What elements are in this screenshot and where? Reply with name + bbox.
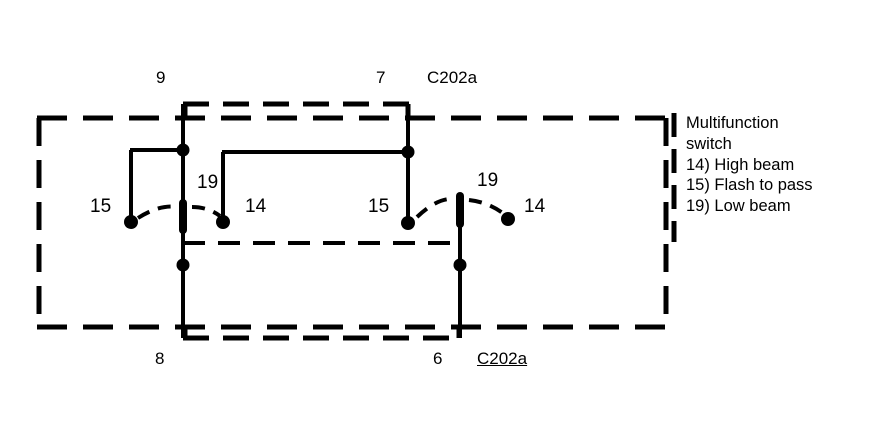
terminal-dot-right-high-14 xyxy=(501,212,515,226)
junction-dot-left-bus-lower xyxy=(176,258,190,272)
legend-line-flash-to-pass: 15) Flash to pass xyxy=(686,176,813,195)
terminal-dots xyxy=(124,212,515,230)
top-connector-label: C202a xyxy=(427,68,478,87)
terminal-dot-left-high-14 xyxy=(216,215,230,229)
terminal-label-right-low-19: 19 xyxy=(477,170,499,191)
junction-dot-right-bus-lower xyxy=(453,258,467,272)
pin-label-7: 7 xyxy=(376,68,386,87)
junction-dot-right-bus-upper xyxy=(401,145,415,159)
terminal-label-left-low-19: 19 xyxy=(197,172,219,193)
multifunction-switch-enclosure xyxy=(36,115,669,330)
junction-dots xyxy=(176,143,467,272)
left-switch-flash-travel-arc xyxy=(136,204,179,220)
terminal-label-left-flash-15: 15 xyxy=(90,196,112,217)
legend: Multifunction switch 14) High beam 15) F… xyxy=(686,113,876,217)
terminal-dot-left-flash-15 xyxy=(124,215,138,229)
left-switch-assembly xyxy=(136,199,222,234)
right-switch-assembly xyxy=(415,192,506,228)
terminal-label-right-high-14: 14 xyxy=(524,196,546,217)
junction-dot-left-bus-flash xyxy=(176,143,190,157)
right-switch-high-beam-travel-arc xyxy=(468,198,506,216)
terminal-dot-right-flash-15 xyxy=(401,216,415,230)
legend-line-high-beam: 14) High beam xyxy=(686,155,795,174)
legend-line-low-beam: 19) Low beam xyxy=(686,197,791,216)
pin-label-9: 9 xyxy=(156,68,166,87)
pin-label-6: 6 xyxy=(433,349,443,368)
terminal-label-right-flash-15: 15 xyxy=(368,196,390,217)
pin-label-8: 8 xyxy=(155,349,165,368)
bottom-connector-label: C202a xyxy=(477,349,528,368)
terminal-label-left-high-14: 14 xyxy=(245,196,267,217)
left-circuit-wires xyxy=(129,104,409,338)
legend-line-title-1: Multifunction xyxy=(686,114,779,132)
legend-line-title-2: switch xyxy=(686,134,732,153)
left-switch-high-beam-travel-arc xyxy=(191,205,222,218)
right-switch-flash-travel-arc xyxy=(415,196,456,219)
right-circuit-wires xyxy=(406,104,462,338)
